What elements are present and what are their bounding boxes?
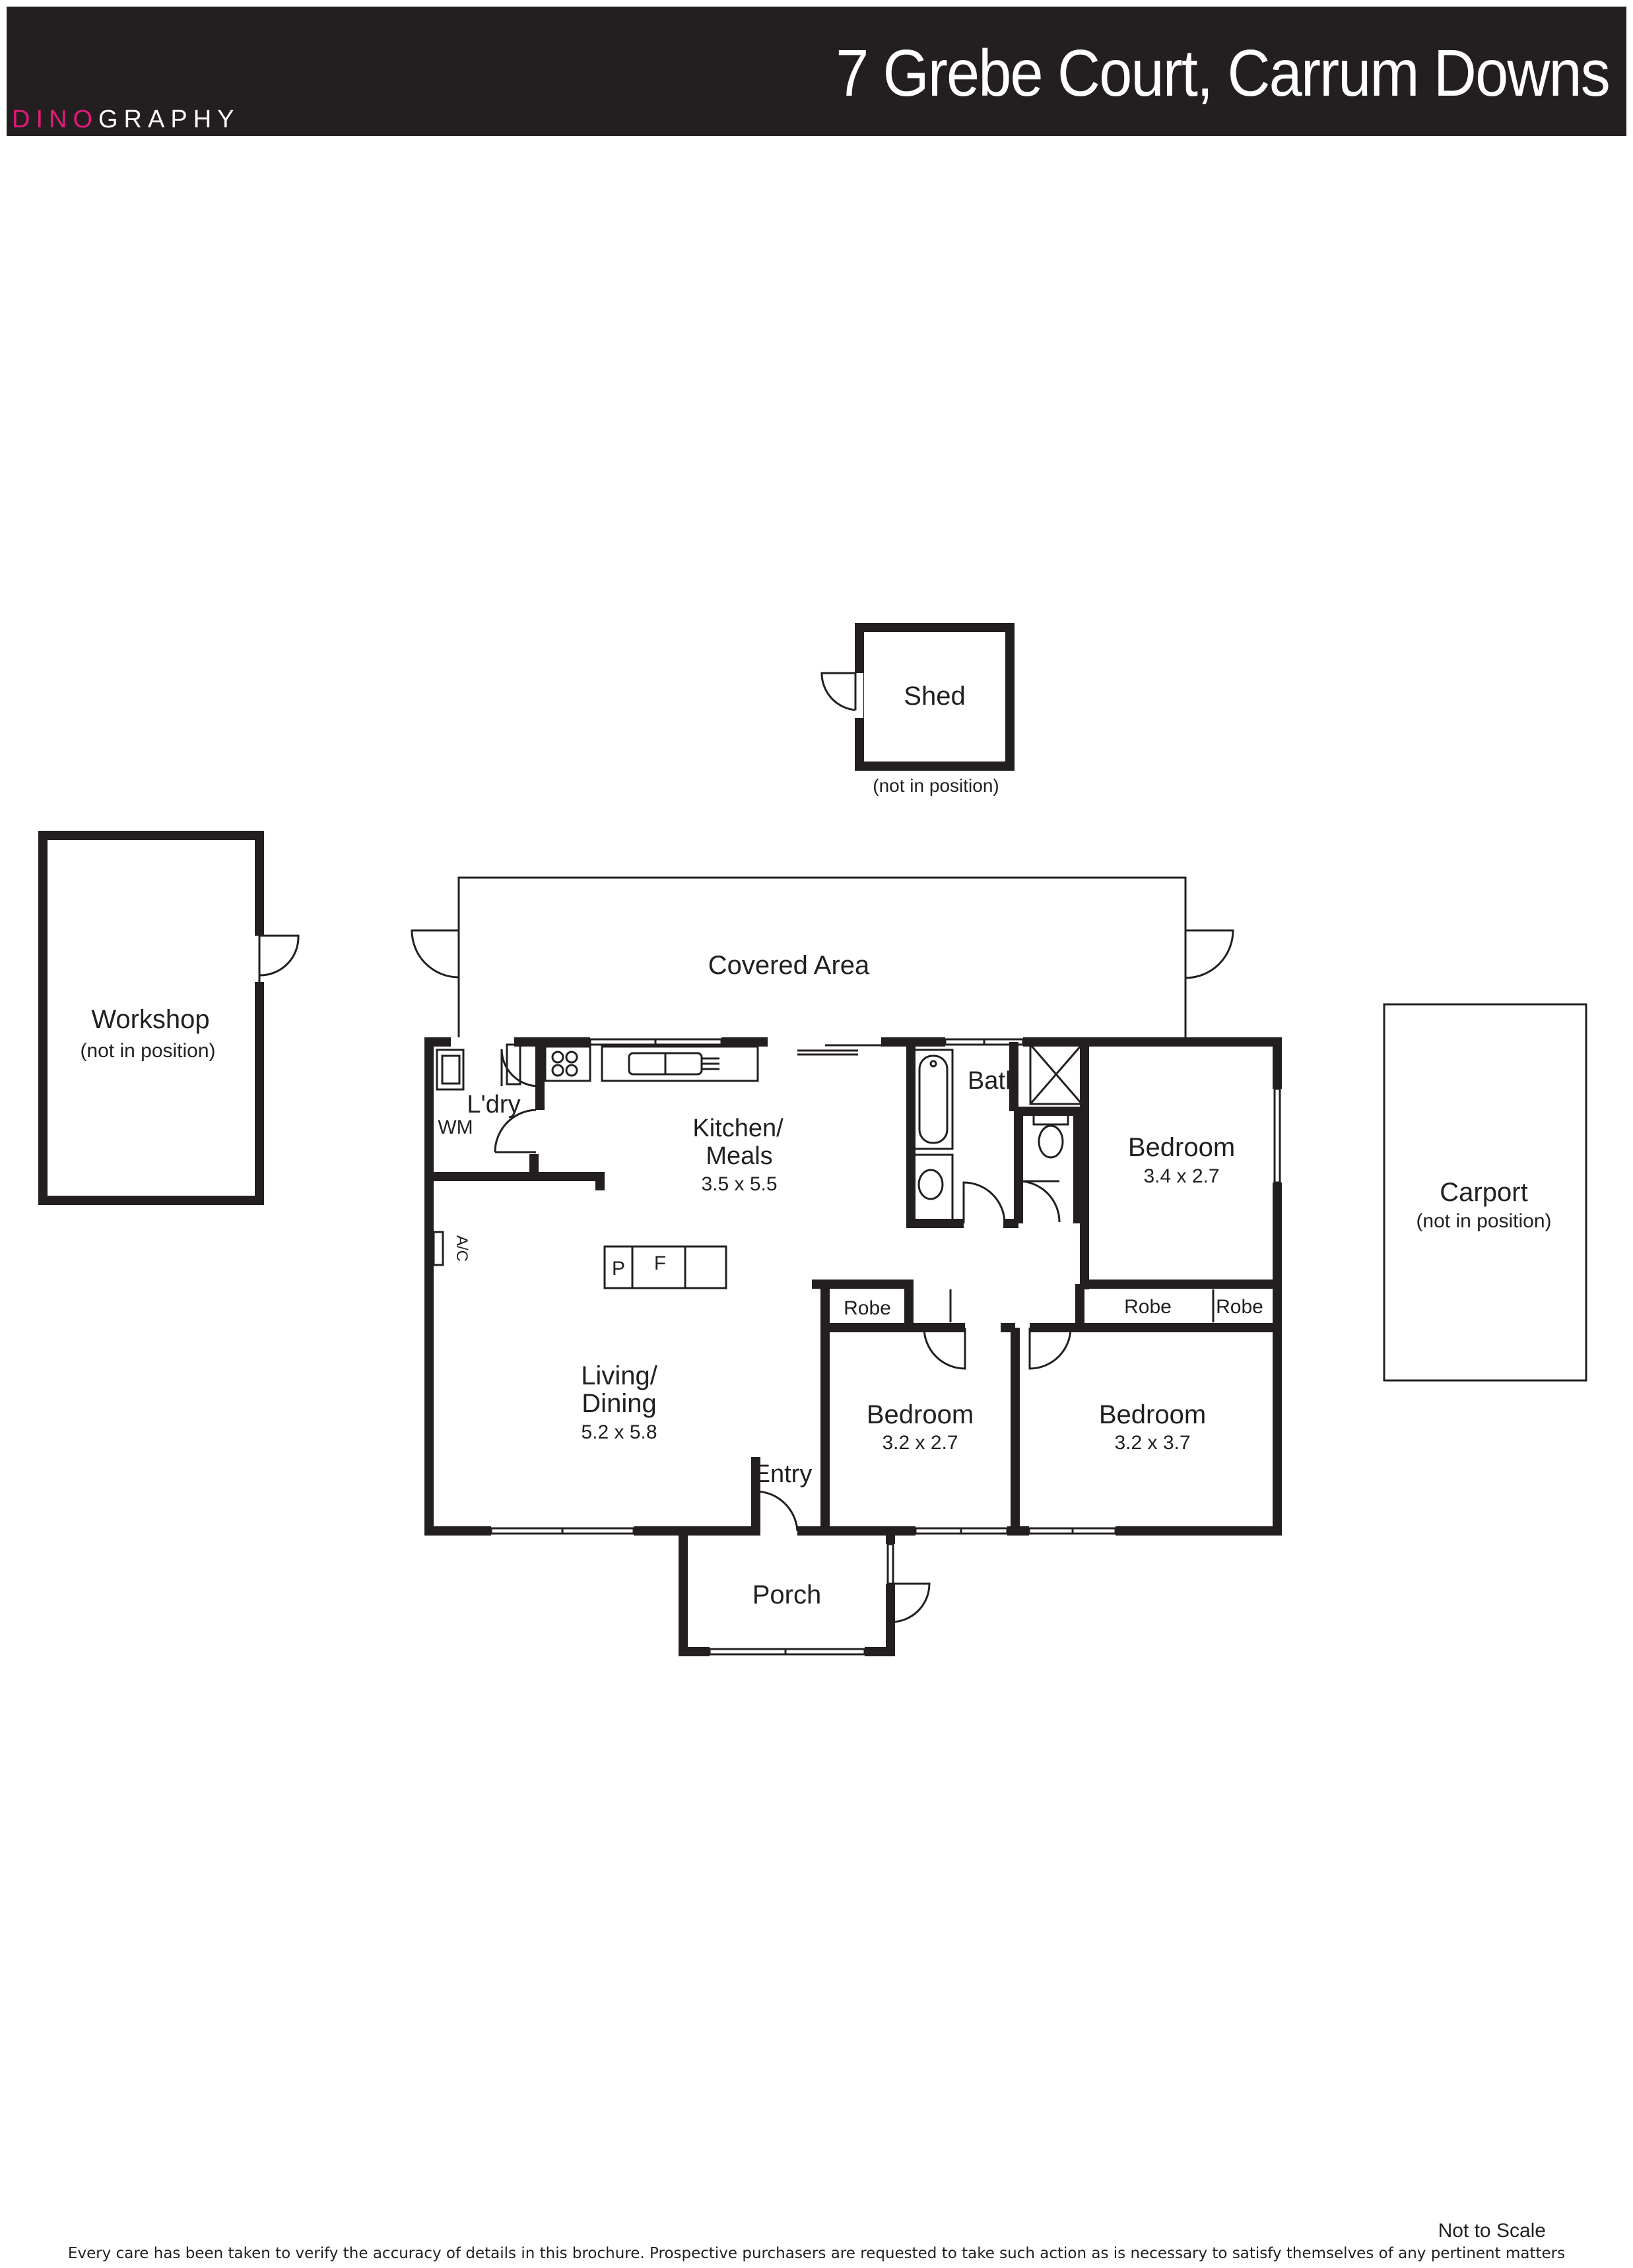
house bbox=[424, 1037, 1282, 1656]
robe-1-label: Robe bbox=[844, 1297, 891, 1319]
logo-text: GRAPHY bbox=[98, 106, 240, 133]
living-label-2: Dining bbox=[582, 1389, 656, 1418]
carport: Carport (not in position) bbox=[1383, 1003, 1587, 1382]
bedroom-3-label: Bedroom bbox=[1099, 1400, 1206, 1429]
carport-label: Carport bbox=[1440, 1178, 1527, 1207]
workshop: Workshop (not in position) bbox=[38, 831, 300, 1205]
washing-machine-label: WM bbox=[438, 1117, 473, 1138]
kitchen-label-1: Kitchen/ bbox=[692, 1115, 783, 1142]
living-size: 5.2 x 5.8 bbox=[581, 1421, 657, 1443]
ac-label: A/C bbox=[453, 1235, 471, 1262]
workshop-note: (not in position) bbox=[80, 1040, 215, 1062]
bedroom-2-size: 3.2 x 2.7 bbox=[882, 1432, 958, 1454]
covered-area: Covered Area bbox=[411, 876, 1234, 1037]
living-label-1: Living/ bbox=[581, 1361, 658, 1390]
header-bar: DINOGRAPHY 7 Grebe Court, Carrum Downs bbox=[7, 7, 1626, 136]
property-address: 7 Grebe Court, Carrum Downs bbox=[836, 36, 1611, 110]
robe-2-label: Robe bbox=[1124, 1296, 1172, 1318]
entry-label: Entry bbox=[754, 1460, 813, 1488]
porch-label: Porch bbox=[752, 1580, 822, 1609]
kitchen-size: 3.5 x 5.5 bbox=[701, 1173, 777, 1195]
pantry-label: P bbox=[612, 1258, 625, 1280]
dinography-logo: DINOGRAPHY bbox=[12, 106, 240, 134]
fridge-label: F bbox=[654, 1252, 666, 1274]
shed-note: (not in position) bbox=[873, 775, 999, 796]
not-to-scale-note: Not to Scale bbox=[1438, 2220, 1546, 2242]
bedroom-3-size: 3.2 x 3.7 bbox=[1114, 1432, 1190, 1454]
carport-note: (not in position) bbox=[1416, 1210, 1551, 1232]
bedroom-1-label: Bedroom bbox=[1128, 1133, 1235, 1162]
robe-3-label: Robe bbox=[1216, 1296, 1263, 1318]
shed-label: Shed bbox=[904, 682, 965, 711]
bedroom-2-label: Bedroom bbox=[867, 1400, 974, 1429]
bedroom-1-size: 3.4 x 2.7 bbox=[1143, 1165, 1219, 1187]
covered-area-label: Covered Area bbox=[708, 951, 870, 980]
laundry-label: L'dry bbox=[467, 1091, 520, 1118]
shed: Shed (not in position) bbox=[820, 623, 1015, 796]
logo-accent-text: DINO bbox=[12, 106, 98, 133]
workshop-label: Workshop bbox=[91, 1005, 209, 1034]
bath-label: Bath bbox=[968, 1067, 1019, 1095]
disclaimer-text: Every care has been taken to verify the … bbox=[67, 2245, 1566, 2262]
kitchen-label-2: Meals bbox=[706, 1142, 772, 1170]
